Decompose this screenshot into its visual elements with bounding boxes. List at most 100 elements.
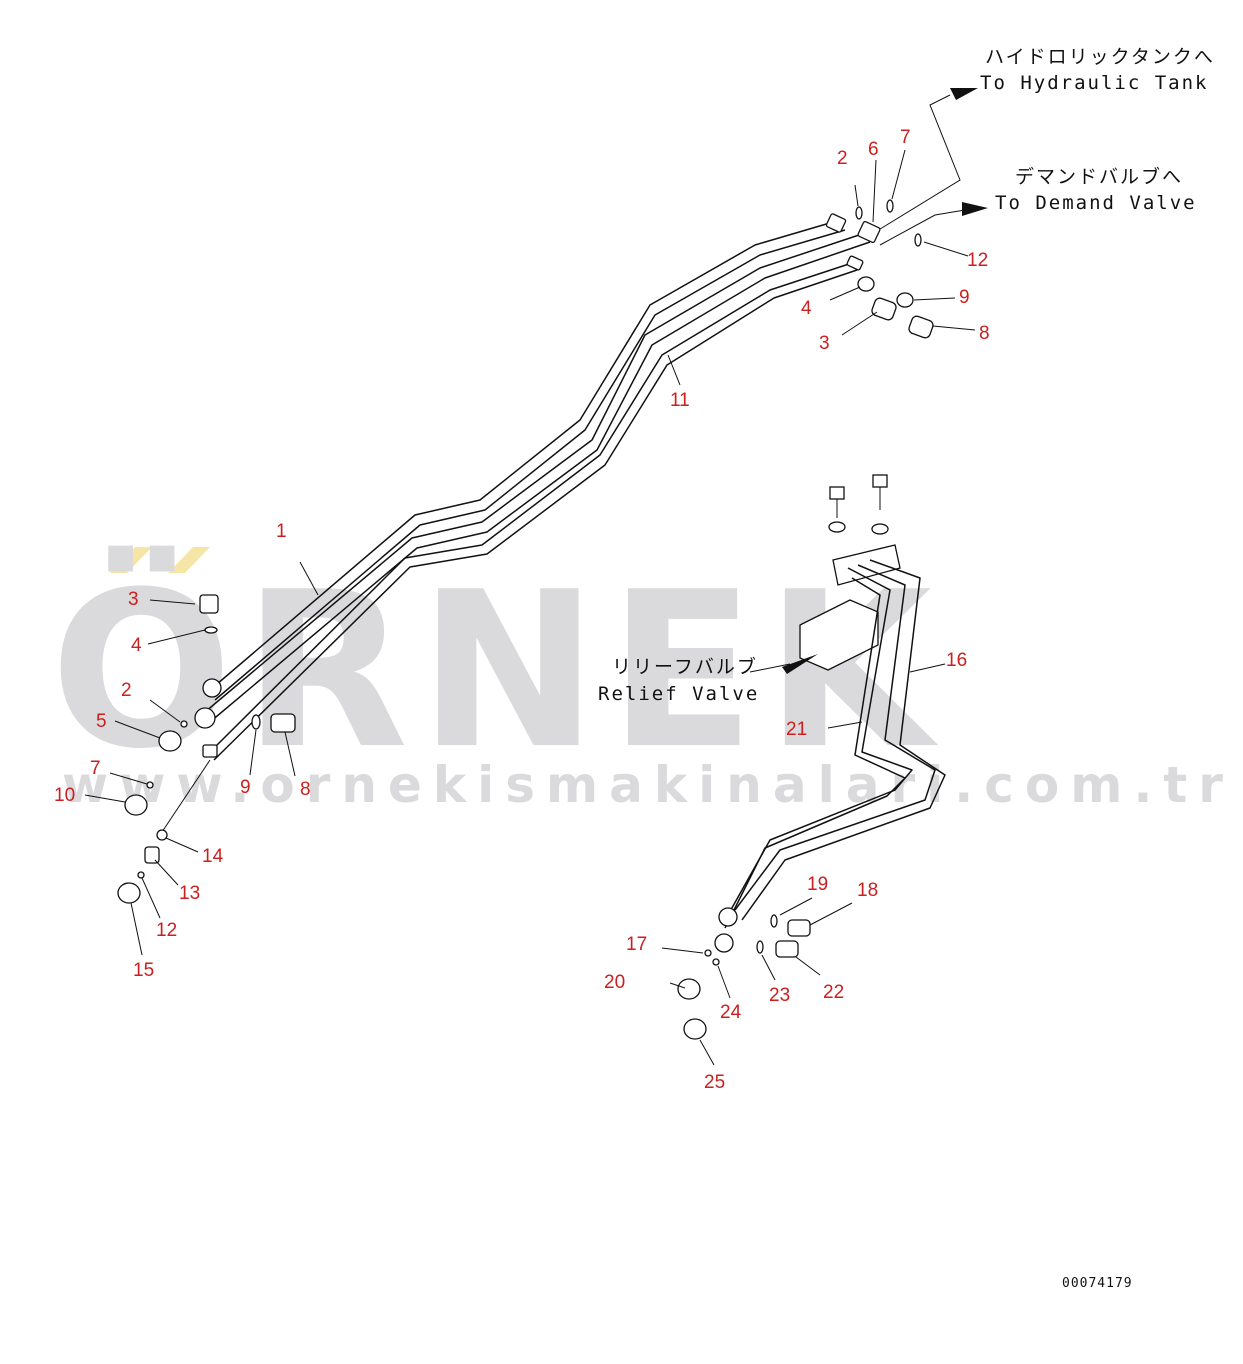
leader-3-top (841, 311, 878, 336)
arrow-relief (782, 654, 818, 674)
oring-9-top (896, 292, 914, 308)
note-relief-jp: リリーフバルブ (612, 655, 758, 678)
fitting-left-a (202, 678, 222, 698)
note-demand-jp: デマンドバルブへ (1015, 165, 1183, 188)
pipe-21-outline-a (727, 567, 913, 916)
leader-7-top (891, 149, 906, 200)
arrow-tank-leader (871, 94, 961, 235)
callout-16: 16 (946, 650, 967, 671)
arrow-relief-leader (749, 663, 791, 673)
watermark-accent-right (168, 547, 210, 573)
oring-7-left (146, 781, 154, 789)
leader-20 (669, 982, 686, 989)
fitting-19-body (718, 907, 738, 927)
oring-19 (770, 914, 778, 928)
arrow-tank-head (950, 88, 978, 100)
callout-24: 24 (720, 1002, 742, 1023)
note-tank-jp: ハイドロリックタンクへ (985, 46, 1215, 68)
fitting-elbow-a (825, 213, 847, 233)
leader-23 (761, 954, 776, 981)
plug-18 (787, 919, 811, 937)
pipe-2-outline-b (209, 241, 871, 723)
callout-3-top: 3 (819, 333, 830, 354)
cap-5-left (158, 730, 182, 752)
leader-14 (165, 837, 199, 853)
callout-23: 23 (769, 985, 790, 1006)
relief-valve-top-block (832, 544, 901, 586)
callout-7-top: 7 (900, 127, 911, 148)
note-relief-en: Relief Valve (598, 683, 759, 705)
callout-4-top: 4 (801, 298, 812, 319)
oring-17 (704, 949, 712, 957)
callout-22: 22 (823, 982, 844, 1003)
leader-9-top (913, 297, 956, 301)
pipe-1-outline-b (214, 229, 846, 701)
callout-8-left: 8 (300, 779, 311, 800)
washer-b (871, 523, 889, 535)
pipe-11-outline-a (209, 261, 856, 753)
oring-9-left (251, 714, 261, 730)
oring-2-top (855, 206, 863, 220)
cap-25 (683, 1018, 707, 1040)
leader-4-top (829, 286, 861, 301)
cap-15-left (117, 882, 141, 904)
pipe-lower-branch (159, 759, 211, 836)
washer-a (828, 521, 846, 533)
oring-12-left (137, 871, 145, 879)
pipe-bundle-main (159, 219, 871, 836)
leader-25 (699, 1039, 715, 1066)
oring-2-left (180, 720, 188, 728)
fittings-lower-right (677, 907, 811, 1040)
leader-12-left (141, 877, 161, 919)
callout-11: 11 (670, 390, 690, 411)
drawing-code: 00074179 (1062, 1276, 1133, 1291)
leader-8-left (284, 731, 296, 777)
callout-2-left: 2 (121, 680, 132, 701)
arrow-demand-head (962, 202, 988, 216)
callout-4-left: 4 (131, 635, 142, 656)
leader-7-left (109, 772, 148, 785)
leader-9-left (249, 729, 257, 776)
fitting-elbow-c (846, 255, 864, 271)
callout-18: 18 (857, 880, 878, 901)
callout-25: 25 (704, 1072, 725, 1093)
fitting-13-left (144, 846, 160, 864)
leader-lines (84, 149, 976, 1066)
leader-19 (779, 897, 813, 916)
oring-14-left (156, 829, 168, 841)
callout-7-left: 7 (90, 758, 101, 779)
leader-17 (661, 947, 704, 954)
leader-18 (809, 902, 853, 926)
fitting-elbow-b (857, 220, 881, 244)
callout-12-left: 12 (156, 920, 177, 941)
fitting-22-body (714, 933, 734, 953)
callout-3-left: 3 (128, 589, 139, 610)
oring-4-left (204, 626, 218, 634)
callout-9-left: 9 (240, 777, 251, 798)
oring-7-top (886, 199, 894, 213)
leader-16 (909, 663, 946, 673)
bolt-head-b (872, 474, 888, 488)
fittings-left (117, 594, 296, 904)
arrow-demand-leader (879, 209, 966, 246)
callout-17: 17 (626, 934, 647, 955)
callout-21: 21 (786, 719, 807, 740)
callout-8-top: 8 (979, 323, 990, 344)
bolt-head-a (829, 486, 845, 500)
notes: ハイドロリックタンクへ To Hydraulic Tank デマンドバルブへ T… (598, 46, 1215, 1291)
note-tank-en: To Hydraulic Tank (980, 72, 1208, 94)
leader-6 (872, 159, 877, 223)
pipe-21-outline-b (724, 577, 906, 929)
plug-8-left (270, 713, 296, 733)
callout-2-top: 2 (837, 148, 848, 169)
callout-19: 19 (807, 874, 828, 895)
callout-9-top: 9 (959, 287, 970, 308)
oring-23 (756, 940, 764, 954)
leader-8-top (932, 325, 976, 331)
leader-2-top (854, 184, 859, 207)
callout-15: 15 (133, 960, 154, 981)
leader-2-left (149, 699, 181, 723)
leader-5 (114, 720, 161, 739)
callout-numbers: 1 2 2 3 3 4 4 5 6 7 7 8 8 9 9 10 11 12 1… (54, 127, 990, 1093)
